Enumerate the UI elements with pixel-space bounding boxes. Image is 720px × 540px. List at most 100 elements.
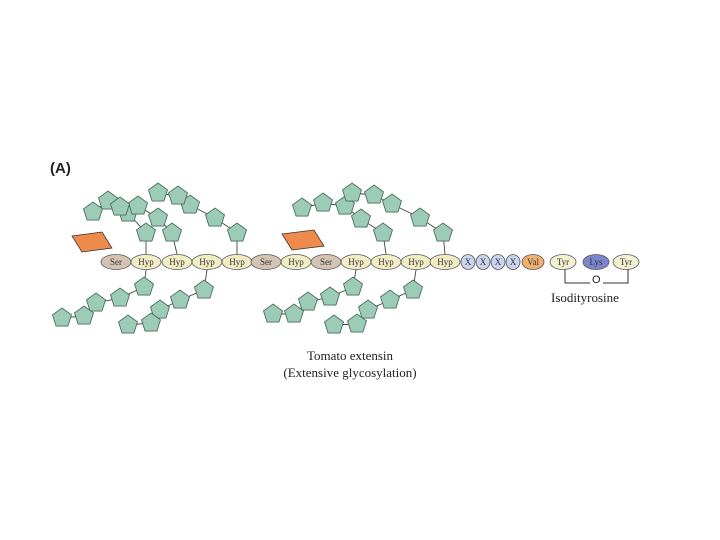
- panel-label: (A): [50, 160, 71, 177]
- residue-label: Tyr: [620, 257, 632, 267]
- pentagon-sugar-icon: [85, 292, 107, 312]
- residue-label: Hyp: [229, 257, 245, 267]
- residue-label: Tyr: [557, 257, 569, 267]
- residue-shape: [460, 254, 476, 270]
- pentagon-sugar-icon: [262, 303, 284, 323]
- isodityrosine-label: Isodityrosine: [551, 290, 619, 305]
- pentagon-sugar-icon: [127, 195, 149, 215]
- residue-hyp: Hyp: [429, 254, 461, 270]
- pentagon-sugar-icon: [283, 303, 305, 323]
- pentagon-sugar-icon: [51, 307, 73, 327]
- residue-tyr: Tyr: [549, 254, 577, 270]
- pentagon-sugar-icon: [432, 222, 454, 242]
- residue-label: Hyp: [348, 257, 364, 267]
- residue-shape: [505, 254, 521, 270]
- residue-label: X: [495, 257, 502, 267]
- pentagon-sugar-icon: [109, 196, 131, 216]
- residue-x: X: [475, 254, 491, 270]
- sugar-groups: [51, 182, 454, 334]
- residue-label: X: [510, 257, 517, 267]
- pentagon-sugar-icon: [342, 276, 364, 296]
- residue-label: Hyp: [408, 257, 424, 267]
- residue-hyp: Hyp: [161, 254, 193, 270]
- residue-ser: Ser: [250, 254, 282, 270]
- pentagon-sugar-icon: [140, 312, 162, 332]
- galactose-icon: [71, 231, 113, 253]
- residue-shape: [549, 254, 577, 270]
- pentagon-sugar-icon: [357, 299, 379, 319]
- glycan-link: [333, 269, 417, 326]
- pentagon-sugar-icon: [133, 276, 155, 296]
- residue-shape: [475, 254, 491, 270]
- caption-title: Tomato extensin: [306, 348, 394, 363]
- pentagon-sugar-icon: [226, 222, 248, 242]
- residue-label: Hyp: [199, 257, 215, 267]
- residue-label: Ser: [320, 257, 332, 267]
- pentagon-sugar-icon: [147, 182, 169, 202]
- residue-x: X: [490, 254, 506, 270]
- residue-shape: [612, 254, 640, 270]
- pentagon-sugar-icon: [350, 208, 372, 228]
- glycan-link: [61, 269, 147, 319]
- pentagon-sugar-icon: [147, 207, 169, 227]
- residue-hyp: Hyp: [280, 254, 312, 270]
- residue-label: Ser: [260, 257, 272, 267]
- pentagon-sugar-icon: [135, 222, 157, 242]
- residue-hyp: Hyp: [221, 254, 253, 270]
- pentagon-sugar-icon: [149, 299, 171, 319]
- residue-hyp: Hyp: [340, 254, 372, 270]
- pentagon-sugar-icon: [346, 313, 368, 333]
- residue-shape: [490, 254, 506, 270]
- pentagon-sugar-icon: [341, 182, 363, 202]
- pentagon-sugar-icon: [109, 287, 131, 307]
- galactose-groups: [71, 229, 325, 253]
- residue-label: Hyp: [288, 257, 304, 267]
- residue-x: X: [505, 254, 521, 270]
- pentagon-sugar-icon: [297, 291, 319, 311]
- residue-ser: Ser: [100, 254, 132, 270]
- residue-label: Hyp: [169, 257, 185, 267]
- residue-label: Lys: [589, 257, 603, 267]
- galactose-icon: [281, 229, 325, 251]
- pentagon-sugar-icon: [372, 222, 394, 242]
- pentagon-sugar-icon: [73, 305, 95, 325]
- residue-shape: [582, 254, 610, 270]
- pentagon-sugar-icon: [169, 289, 191, 309]
- pentagon-sugar-icon: [117, 314, 139, 334]
- residue-label: Ser: [110, 257, 122, 267]
- pentagon-sugar-icon: [381, 193, 403, 213]
- pentagon-sugar-icon: [319, 286, 341, 306]
- residue-label: X: [465, 257, 472, 267]
- residue-label: Hyp: [378, 257, 394, 267]
- residue-label: Hyp: [138, 257, 154, 267]
- residue-label: X: [480, 257, 487, 267]
- residue-shape: [130, 254, 162, 270]
- pentagon-sugar-icon: [379, 289, 401, 309]
- pentagon-sugar-icon: [409, 207, 431, 227]
- pentagon-sugar-icon: [402, 279, 424, 299]
- pentagon-sugar-icon: [312, 192, 334, 212]
- residue-hyp: Hyp: [130, 254, 162, 270]
- glycan-link: [127, 269, 208, 326]
- bridge-oxygen-label: O: [590, 274, 603, 286]
- pentagon-sugar-icon: [193, 279, 215, 299]
- residue-shape: [521, 254, 545, 270]
- pentagon-sugar-icon: [204, 207, 226, 227]
- pentagon-sugar-icon: [323, 314, 345, 334]
- residue-shape: [429, 254, 461, 270]
- residue-val: Val: [521, 254, 545, 270]
- pentagon-sugar-icon: [291, 197, 313, 217]
- pentagon-sugar-icon: [161, 222, 183, 242]
- residue-hyp: Hyp: [370, 254, 402, 270]
- residue-lys: Lys: [582, 254, 610, 270]
- residue-tyr: Tyr: [612, 254, 640, 270]
- residue-label: Val: [527, 257, 539, 267]
- residue-ser: Ser: [310, 254, 342, 270]
- pentagon-sugar-icon: [167, 185, 189, 205]
- pentagon-sugar-icon: [363, 184, 385, 204]
- residue-hyp: Hyp: [400, 254, 432, 270]
- caption-subtitle: (Extensive glycosylation): [283, 365, 417, 380]
- pentagon-sugar-icon: [82, 201, 104, 221]
